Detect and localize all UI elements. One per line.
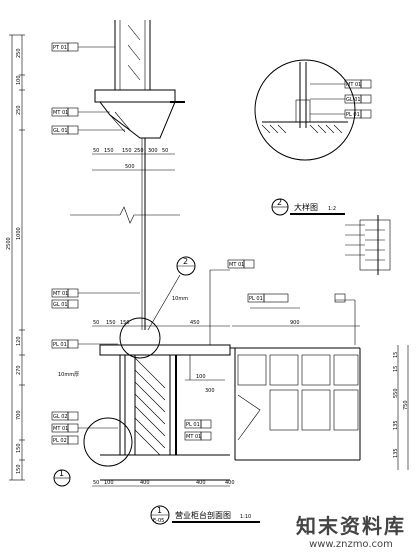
dim-mid-2: 150 [106, 320, 116, 326]
dim-left-7: 700 [16, 410, 22, 420]
dim-left-5: 120 [16, 336, 22, 346]
dim-top-5: 300 [148, 148, 158, 154]
dim-left-4: 1000 [16, 227, 22, 240]
detail-tag-gl: GL 01 [346, 97, 361, 103]
dim-right-2: 15 [393, 366, 399, 372]
section-marker: 1 [53, 469, 71, 487]
material-tags-left: PT 01 MT 01 GL 01 MT 01 GL 01 PL 01 GL 0… [51, 42, 140, 445]
dim-right-4: 135 [393, 420, 399, 430]
tag-mt-3: MT 01 [53, 426, 68, 432]
tag-gl2: GL 02 [53, 414, 68, 420]
dim-left-3: 250 [16, 105, 22, 115]
dim-mid-4: 450 [190, 320, 200, 326]
tag-pl-low: PL 01 [186, 422, 200, 428]
drawing-title: 1 E-05 营业柜台剖面图 1:10 [150, 505, 260, 525]
label-10mm-thick: 10mm厚 [58, 372, 79, 378]
tag-mt-low: MT 01 [186, 434, 201, 440]
tag-pt: PT 01 [53, 45, 67, 51]
watermark-name: 知末资料库 [296, 514, 406, 538]
label-10mm: 10mm [172, 296, 188, 302]
tag-pl-1: PL 01 [53, 342, 67, 348]
dim-top-1: 50 [93, 148, 99, 154]
tag-mt-2: MT 01 [53, 291, 68, 297]
title-sheet: E-05 [153, 518, 164, 524]
counter-body: 50 150 150 450 900 100 300 10mm厚 10mm [58, 296, 360, 481]
watermark-url: www.znzmo.com [309, 539, 393, 550]
dim-top-3: 150 [122, 148, 132, 154]
dim-mid-1: 50 [93, 320, 99, 326]
dim-bot-4: 400 [196, 480, 206, 486]
tag-pl-right: PL 01 [249, 296, 263, 302]
small-detail [345, 215, 391, 275]
title-text: 营业柜台剖面图 [175, 510, 231, 520]
detail-circles: 2 [83, 256, 196, 467]
dim-left-9: 150 [16, 464, 22, 474]
tag-pl2: PL 02 [53, 438, 67, 444]
upper-dimension-rows: 50 150 150 250 300 50 500 [92, 148, 175, 171]
label-100: 100 [196, 374, 206, 380]
detail-marker-number: 2 [183, 257, 188, 266]
watermark: 知末资料库 www.znzmo.com [296, 510, 406, 550]
dim-left-total: 2500 [6, 237, 12, 250]
dim-bot-1: 50 [93, 480, 99, 486]
dim-right-5: 135 [393, 448, 399, 458]
dim-500: 500 [125, 164, 135, 170]
tag-mt-1: MT 01 [53, 110, 68, 116]
bottom-dimension-row: 50 100 400 400 400 [92, 480, 235, 487]
dim-top-4: 250 [134, 148, 144, 154]
dim-right-1: 15 [393, 352, 399, 358]
detail-title-number: 2 [277, 198, 282, 207]
detail-title: 2 大样图 1:2 [271, 198, 345, 216]
detail-title-text: 大样图 [294, 202, 318, 212]
title-scale: 1:10 [240, 514, 251, 520]
dim-bot-2: 100 [104, 480, 114, 486]
title-number: 1 [157, 506, 162, 515]
detail-tag-mt: MT 01 [346, 82, 361, 88]
tag-gl-2: GL 01 [53, 302, 68, 308]
detail-enlargement: MT 01 GL 01 PL 01 [254, 59, 372, 161]
right-dimension-chain: 15 15 550 135 750 135 [393, 345, 409, 470]
dim-top-6: 50 [162, 148, 168, 154]
ceiling-structure [94, 20, 185, 330]
material-tags-right: MT 01 PL 01 PL 01 MT 01 [184, 259, 346, 441]
display-cabinet [209, 269, 361, 461]
dim-left-6: 270 [16, 365, 22, 375]
dim-right-3: 550 [393, 388, 399, 398]
dim-right-total: 750 [403, 400, 409, 410]
tag-gl-1: GL 01 [53, 128, 68, 134]
section-marker-number: 1 [59, 469, 64, 478]
dim-left-2: 100 [16, 75, 22, 85]
dim-bot-5: 400 [225, 480, 235, 486]
dim-left-8: 150 [16, 443, 22, 453]
dim-bot-3: 400 [140, 480, 150, 486]
dim-top-2: 150 [104, 148, 114, 154]
label-300: 300 [205, 388, 215, 394]
left-dimension-chain: 250 100 250 1000 2500 120 270 700 150 15… [6, 34, 25, 481]
break-line [70, 206, 180, 224]
detail-tag-pl: PL 01 [346, 112, 360, 118]
dim-mid-3: 150 [120, 320, 130, 326]
dim-mid-5: 900 [290, 320, 300, 326]
dim-left-1: 250 [16, 48, 22, 58]
detail-title-scale: 1:2 [328, 206, 336, 212]
tag-mt-right: MT 01 [229, 262, 244, 268]
